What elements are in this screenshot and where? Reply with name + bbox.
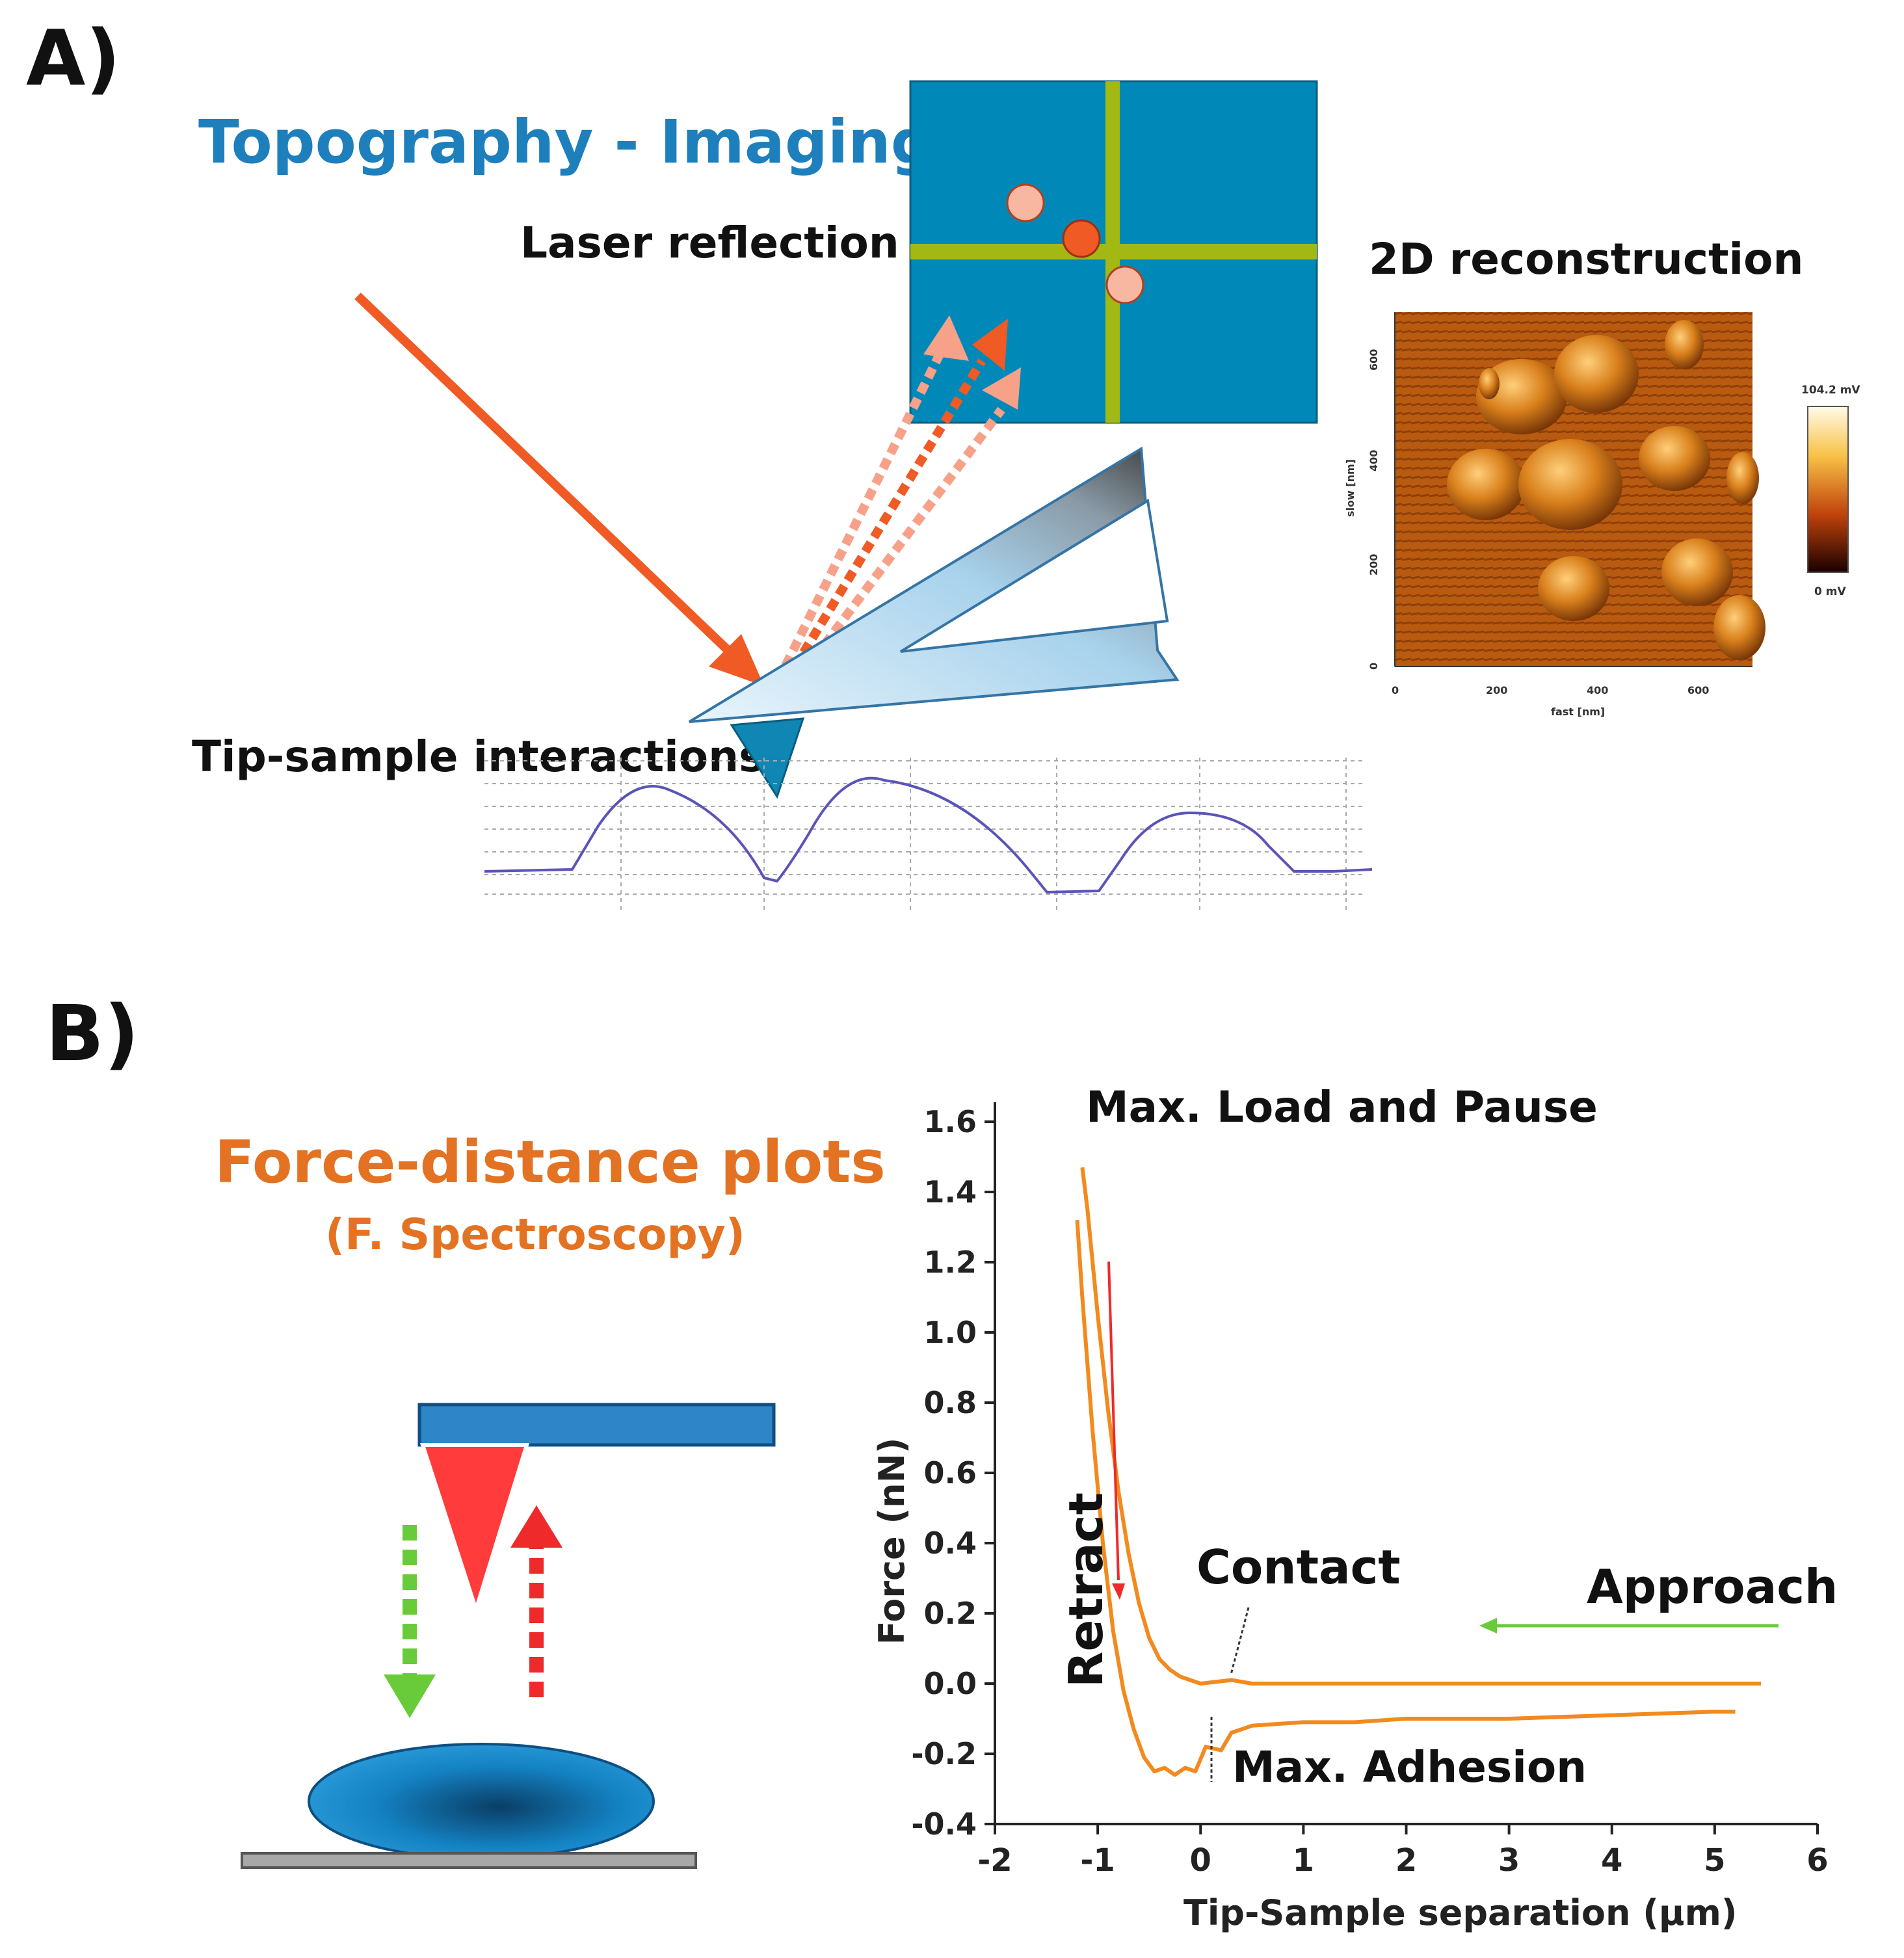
fd-x-tick-label: 3 xyxy=(1498,1842,1520,1879)
max-adhesion-label: Max. Adhesion xyxy=(1232,1742,1587,1792)
incident-laser xyxy=(354,292,738,661)
afm-ytick-600: 600 xyxy=(1368,349,1380,371)
sample-cell xyxy=(308,1743,655,1860)
reflected-arrowhead-left xyxy=(923,315,969,361)
laser-reflection-label: Laser reflection xyxy=(520,218,899,268)
fd-y-tick-label: -0.4 xyxy=(911,1806,977,1842)
afm-ylabel: slow [nm] xyxy=(1344,459,1356,517)
fd-x-tick-label: -2 xyxy=(977,1842,1012,1879)
fd-y-tick-label: 1.2 xyxy=(924,1245,977,1280)
fd-x-tick-label: -1 xyxy=(1080,1842,1115,1879)
fd-y-tick-label: 1.4 xyxy=(924,1174,977,1210)
afm-xlabel: fast [nm] xyxy=(1551,706,1605,718)
fd-x-tick-label: 2 xyxy=(1395,1842,1417,1879)
laser-spot-2 xyxy=(1105,265,1144,304)
fd-y-tick-label: 0.6 xyxy=(924,1455,977,1490)
fd-x-tick-label: 0 xyxy=(1190,1842,1211,1879)
fd-x-tick-label: 5 xyxy=(1704,1842,1725,1879)
fd-xlabel: Tip-Sample separation (µm) xyxy=(1183,1892,1738,1933)
fd-x-tick-label: 6 xyxy=(1806,1842,1828,1879)
colorbar-min-label: 0 mV xyxy=(1814,585,1846,598)
cantilever-beam xyxy=(417,1403,776,1447)
fd-x-tick-label: 1 xyxy=(1293,1842,1314,1879)
approach-arrowhead xyxy=(384,1674,436,1718)
afm-axes xyxy=(1394,312,1752,667)
cantilever xyxy=(688,446,1180,723)
afm-ytick-200: 200 xyxy=(1368,554,1380,575)
cantilever-opening xyxy=(899,498,1169,653)
approach-arrow-head xyxy=(1479,1618,1497,1634)
fd-ylabel: Force (nN) xyxy=(871,1438,912,1645)
fd-y-tick-label: 1.6 xyxy=(924,1104,977,1139)
reflected-laser-center xyxy=(773,358,986,698)
afm-ytick-400: 400 xyxy=(1368,450,1380,471)
contact-marker xyxy=(1230,1607,1250,1675)
incident-laser-arrowhead xyxy=(709,634,764,686)
fd-y-tick-label: 0.2 xyxy=(924,1596,977,1631)
fd-y-tick-label: 0.8 xyxy=(924,1385,977,1420)
fd-y-tick-label: 1.0 xyxy=(924,1315,977,1350)
afm-xtick-0: 0 xyxy=(1392,684,1399,696)
afm-xtick-600: 600 xyxy=(1687,684,1709,696)
afm-image xyxy=(1395,312,1765,667)
reconstruction-label: 2D reconstruction xyxy=(1369,234,1804,284)
approach-label: Approach xyxy=(1587,1559,1838,1614)
crosshair-horizontal xyxy=(910,244,1317,259)
fd-x-tick-label: 4 xyxy=(1601,1842,1622,1879)
fd-y-tick-label: 0.4 xyxy=(924,1526,977,1561)
profile-grid xyxy=(484,758,1366,914)
laser-spot-center xyxy=(1062,219,1101,258)
afm-ytick-0: 0 xyxy=(1368,663,1380,670)
spectroscopy-subtitle: (F. Spectroscopy) xyxy=(325,1210,745,1260)
reflected-arrowhead-center xyxy=(972,319,1008,371)
colorbar-max-label: 104.2 mV xyxy=(1801,384,1860,397)
afm-tip xyxy=(730,717,805,799)
max-load-label: Max. Load and Pause xyxy=(1086,1082,1598,1132)
force-distance-title: Force-distance plots xyxy=(215,1128,886,1197)
laser-spot-1 xyxy=(1006,183,1045,222)
fs-tip xyxy=(419,1443,530,1616)
reflected-arrowhead-right xyxy=(982,367,1021,410)
fd-y-tick-label: 0.0 xyxy=(924,1666,977,1701)
panel-b-label: B) xyxy=(46,988,139,1078)
substrate xyxy=(241,1852,697,1869)
force-distance-chart: -2 -1 0 1 2 3 4 5 6 -0.4 -0.2 0.0 0.2 0.4 0.6 0.8 1.0 1.2… xyxy=(871,1082,1838,1933)
retract-arrow-head xyxy=(1112,1583,1125,1600)
topography-title: Topography - Imaging xyxy=(198,107,934,177)
retract-arrowhead xyxy=(510,1505,562,1548)
reflected-laser-left xyxy=(766,352,944,698)
topography-profile xyxy=(484,776,1373,894)
contact-label: Contact xyxy=(1197,1540,1401,1594)
panel-b-schematic xyxy=(241,1403,776,1869)
fd-curve-retract xyxy=(1075,1220,1736,1777)
retract-label: Retract xyxy=(1059,1492,1113,1687)
retract-arrow xyxy=(1107,1261,1120,1581)
tip-sample-label: Tip-sample interactions xyxy=(192,732,765,782)
colorbar xyxy=(1807,406,1849,573)
afm-xtick-400: 400 xyxy=(1587,684,1608,696)
fd-curve-approach xyxy=(1080,1167,1761,1686)
fd-y-tick-label: -0.2 xyxy=(911,1736,977,1771)
panel-a-diagram: 0 200 400 600 fast [nm] 0 200 400 600 sl… xyxy=(354,80,1860,914)
panel-a-label: A) xyxy=(26,13,121,103)
afm-xtick-200: 200 xyxy=(1486,684,1507,696)
